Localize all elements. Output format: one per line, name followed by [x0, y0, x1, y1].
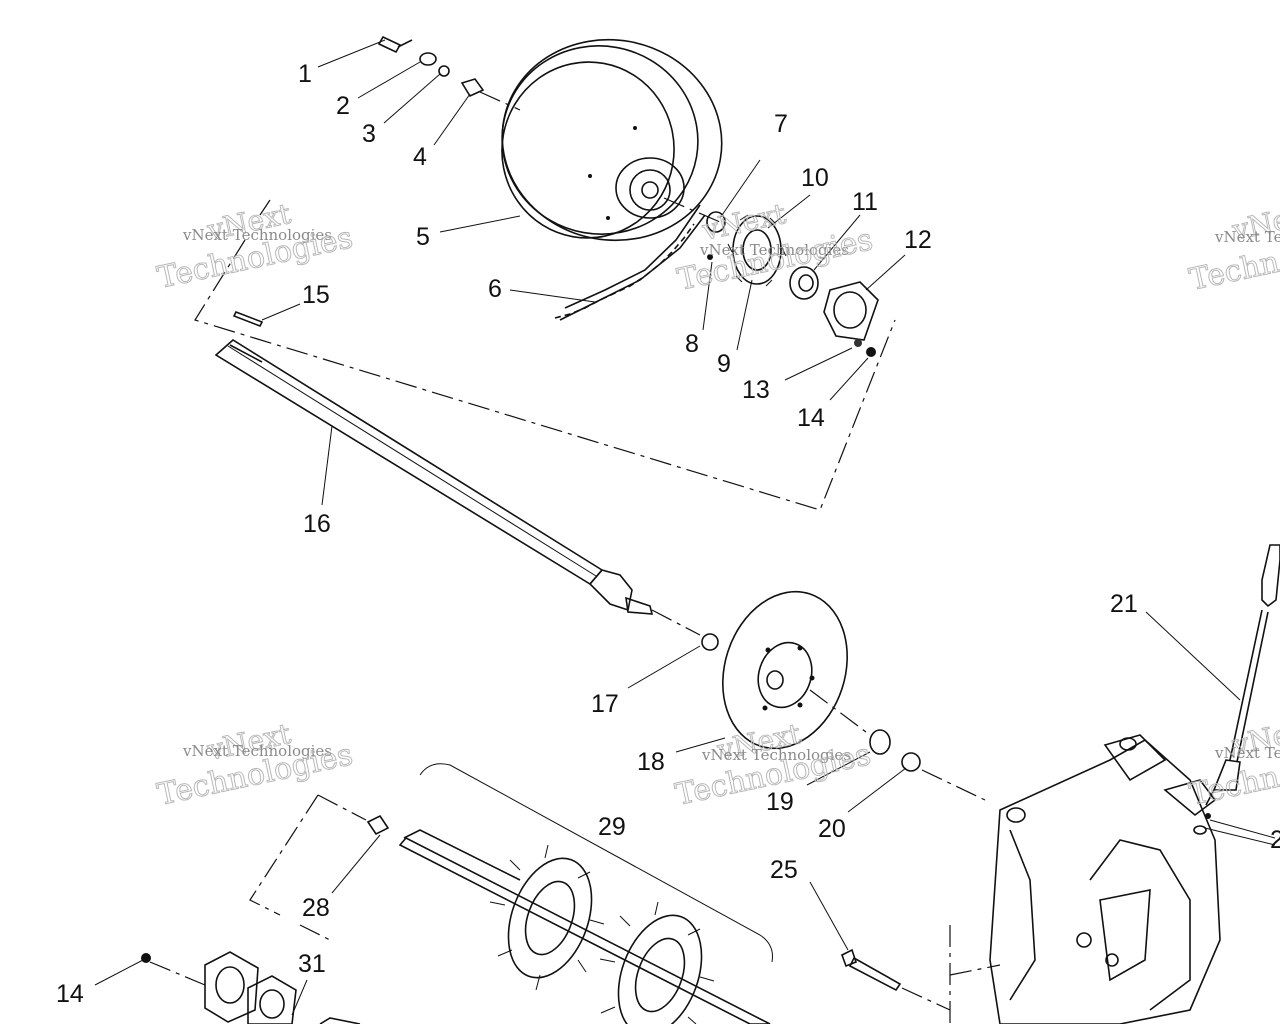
nut-part: [854, 339, 862, 347]
callout-14: 14: [797, 404, 825, 432]
spacer-part: [460, 78, 485, 98]
callout-12: 12: [904, 226, 932, 254]
callout-partial-right: 2: [1270, 826, 1280, 854]
watermark-company: vNext Technologies: [699, 241, 849, 259]
bolt-part: [377, 35, 413, 54]
washer-part: [438, 65, 450, 77]
callout-18: 18: [637, 748, 665, 776]
callout-2: 2: [336, 92, 350, 120]
tensioner-rod-part: [1205, 544, 1280, 806]
watermark-company: vNext Technologies: [1214, 228, 1280, 246]
callout-6: 6: [488, 275, 502, 303]
o-ring-part: [901, 752, 921, 772]
watermark-company: vNext Technologies: [701, 746, 851, 764]
bearing-part: [869, 729, 891, 755]
callout-9: 9: [717, 350, 731, 378]
callout-29: 29: [598, 813, 626, 841]
washer-part: [419, 52, 437, 66]
nut-part: [141, 953, 151, 963]
callout-11: 11: [852, 188, 878, 216]
leader-lines: [94, 39, 1276, 1016]
callout-1: 1: [298, 60, 312, 88]
driven-pulley-assembly: [194, 35, 896, 511]
callout-14-lower: 14: [56, 980, 84, 1008]
nut-part: [866, 347, 876, 357]
callout-5: 5: [416, 223, 430, 251]
nut-part: [1205, 813, 1211, 819]
jackshaft-part: [214, 310, 701, 636]
callout-10: 10: [801, 164, 829, 192]
washer-part: [706, 211, 726, 233]
callout-21: 21: [1110, 590, 1138, 618]
callout-3: 3: [362, 120, 376, 148]
callout-17: 17: [591, 690, 619, 718]
callout-15: 15: [302, 281, 330, 309]
callout-19: 19: [766, 788, 794, 816]
gasket-part: [247, 975, 297, 1024]
callout-25: 25: [770, 856, 798, 884]
chaincase-housing-part: [949, 734, 1221, 1024]
watermark-company: vNext Technologies: [1214, 744, 1280, 762]
track-drive-shaft-part: [398, 763, 773, 1024]
callout-31: 31: [298, 950, 326, 978]
callout-8: 8: [685, 330, 699, 358]
callout-13: 13: [742, 376, 770, 404]
key-part: [232, 310, 264, 328]
callout-4: 4: [413, 143, 427, 171]
bearing-flange-part: [823, 281, 879, 341]
pulley-part: [501, 38, 723, 242]
bearing-flange-part: [204, 951, 259, 1023]
chain-part: [554, 204, 706, 321]
watermark-company: vNext Technologies: [182, 226, 332, 244]
screw-part: [707, 254, 713, 260]
bearing-part: [789, 266, 819, 300]
sprocket-part: [727, 214, 787, 287]
watermark-company: vNext Technologies: [182, 742, 332, 760]
watermark-brand: vNext: [699, 197, 790, 247]
callout-16: 16: [303, 510, 331, 538]
bolt-part: [841, 948, 951, 1011]
brake-disc-part: [722, 590, 848, 750]
callout-20: 20: [818, 815, 846, 843]
snap-ring-part: [701, 633, 719, 651]
callout-28: 28: [302, 894, 330, 922]
bolt-part: [317, 794, 390, 836]
callout-7: 7: [774, 110, 788, 138]
callout-labels: 1 2 3 4 5 6 7 8 9 10 11 12 13 14 15 16 1…: [56, 60, 1280, 1008]
washer-part: [1193, 825, 1207, 835]
